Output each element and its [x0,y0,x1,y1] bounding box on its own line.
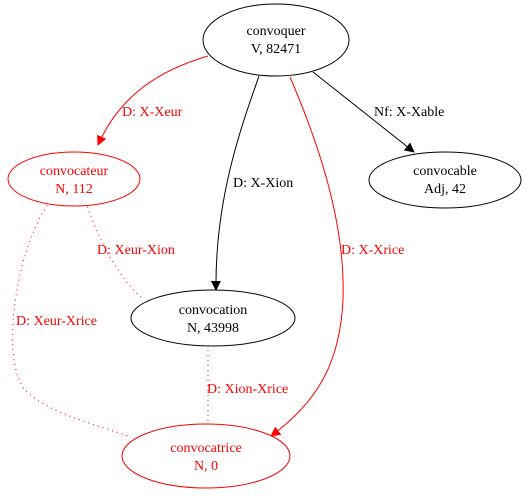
edge-label-x-xeur: D: X-Xeur [122,105,183,120]
node-convocable[interactable]: convocable Adj, 42 [368,151,522,209]
node-info: N, 43998 [187,321,239,336]
edge-convocateur-convocatrice: D: Xeur-Xrice [12,200,131,438]
edge-label-x-xion: D: X-Xion [233,176,293,191]
edge-convoquer-convocation: D: X-Xion [210,75,293,291]
edge-label-xeur-xion: D: Xeur-Xion [97,243,175,258]
node-convocation[interactable]: convocation N, 43998 [130,289,296,347]
node-word: convocateur [40,164,109,179]
node-word: convoquer [246,24,305,39]
edge-convoquer-convocateur: D: X-Xeur [97,55,209,146]
edge-label-x-xrice: D: X-Xrice [341,243,404,258]
node-convocateur[interactable]: convocateur N, 112 [7,151,141,207]
node-convocatrice[interactable]: convocatrice N, 0 [121,423,291,489]
edge-convocation-convocatrice: D: Xion-Xrice [207,345,288,425]
edge-convoquer-convocatrice: D: X-Xrice [270,76,404,437]
edge-label-xeur-xrice: D: Xeur-Xrice [16,314,97,329]
edge-label-xion-xrice: D: Xion-Xrice [207,382,288,397]
node-info: V, 82471 [251,42,301,57]
node-info: N, 112 [55,182,93,197]
edge-label-x-xable: Nf: X-Xable [374,105,444,120]
edge-convoquer-convocable: Nf: X-Xable [312,71,444,153]
node-word: convocatrice [170,441,242,456]
node-info: Adj, 42 [424,182,466,197]
node-info: N, 0 [194,459,218,474]
node-convoquer[interactable]: convoquer V, 82471 [202,3,350,77]
node-word: convocation [179,303,247,318]
edge-convocateur-convocation: D: Xeur-Xion [85,201,175,300]
node-word: convocable [413,164,477,179]
